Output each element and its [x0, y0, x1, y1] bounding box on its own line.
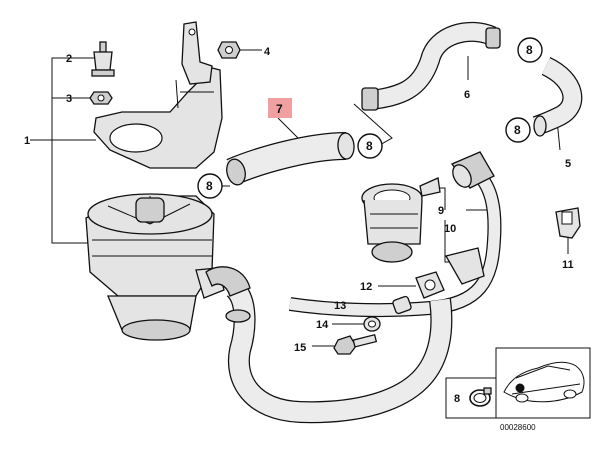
car-location-icon	[503, 361, 585, 403]
hose-clamp-icon	[469, 387, 492, 407]
hex-nut	[217, 41, 241, 59]
callout-5: 5	[565, 158, 571, 170]
callout-8-circles: 8 8 8 8	[197, 37, 543, 199]
callout-11: 11	[562, 259, 574, 271]
inset-car-box: 00028600	[495, 347, 591, 432]
bolt-15	[333, 333, 378, 355]
callout-8-c: 8	[517, 37, 543, 63]
callout-8-d: 8	[505, 117, 531, 143]
hose-7	[226, 132, 355, 186]
check-valve	[361, 177, 441, 263]
pipe-9	[288, 151, 502, 318]
svg-text:8: 8	[514, 123, 521, 137]
inset-clamp-box: 8	[445, 377, 497, 419]
callout-8-a: 8	[197, 173, 223, 199]
callout-8-b: 8	[357, 133, 383, 159]
svg-text:8: 8	[526, 43, 533, 57]
hose-5	[532, 56, 583, 137]
clip-11	[555, 207, 581, 239]
mount-nut	[89, 91, 113, 105]
rubber-mount	[91, 41, 115, 77]
pump-bracket	[93, 21, 223, 169]
svg-text:8: 8	[366, 139, 373, 153]
callout-3: 3	[66, 93, 72, 105]
callout-9: 9	[438, 205, 444, 217]
connector-12	[415, 271, 445, 299]
callout-6: 6	[464, 89, 470, 101]
washer-14	[363, 316, 381, 332]
callout-13: 13	[334, 300, 346, 312]
hose-lower	[205, 266, 453, 424]
air-pump	[85, 193, 225, 341]
inset-callout-8: 8	[454, 393, 460, 405]
callout-10: 10	[444, 223, 456, 235]
svg-text:8: 8	[206, 179, 213, 193]
callout-7: 7	[276, 102, 283, 116]
callout-15: 15	[294, 342, 306, 354]
callout-labels: 1 2 3 4 5 6 7 9 10 11 12 13 14 15	[24, 46, 574, 354]
callout-4: 4	[264, 46, 271, 58]
callout-12: 12	[360, 281, 372, 293]
callout-1: 1	[24, 135, 30, 147]
sleeve-13	[392, 295, 412, 315]
callout-7-highlight	[268, 98, 292, 118]
inset-reference-number: 00028600	[500, 423, 536, 432]
callout-14: 14	[316, 319, 329, 331]
callout-2: 2	[66, 53, 72, 65]
hose-6	[361, 21, 501, 111]
